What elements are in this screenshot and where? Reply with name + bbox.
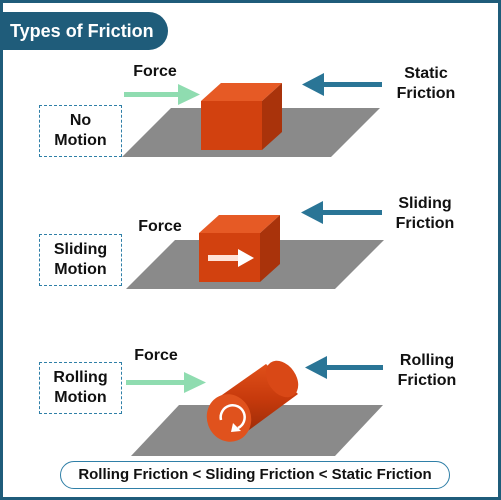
friction-label-line2: Friction xyxy=(396,85,456,102)
motion-label-line2: Motion xyxy=(54,132,107,149)
motion-label-line1: No xyxy=(69,112,92,129)
friction-arrow-icon xyxy=(305,356,383,379)
cylinder-icon xyxy=(206,360,299,442)
block-icon xyxy=(201,83,282,101)
motion-label-box: No Motion xyxy=(39,105,122,157)
force-label: Force xyxy=(134,347,178,364)
force-label: Force xyxy=(133,63,177,80)
friction-label-line1: Sliding xyxy=(398,195,452,212)
friction-label-line1: Rolling xyxy=(399,352,455,369)
friction-arrow-icon xyxy=(301,201,382,224)
friction-label-line2: Friction xyxy=(397,372,457,389)
friction-comparison-note: Rolling Friction < Sliding Friction < St… xyxy=(60,461,450,489)
motion-label-line1: Sliding xyxy=(53,241,108,258)
motion-label-box: Sliding Motion xyxy=(39,234,122,286)
page-title: Types of Friction xyxy=(0,12,168,50)
force-arrow-icon xyxy=(124,84,200,105)
friction-label-line2: Friction xyxy=(395,215,455,232)
motion-label-line2: Motion xyxy=(54,261,107,278)
block-side xyxy=(260,215,280,282)
force-label: Force xyxy=(138,218,182,235)
motion-label-line1: Rolling xyxy=(53,369,108,386)
rotation-icon xyxy=(219,404,246,432)
ground-plane xyxy=(131,405,383,456)
friction-arrow-icon xyxy=(302,73,382,96)
block-side xyxy=(262,83,282,150)
motion-label-box: Rolling Motion xyxy=(39,362,122,414)
force-arrow-icon xyxy=(126,372,206,393)
friction-label-line1: Static xyxy=(404,65,448,82)
block-front xyxy=(201,101,262,150)
motion-arrow-icon xyxy=(208,249,254,267)
motion-label-line2: Motion xyxy=(54,389,107,406)
block-icon xyxy=(199,215,280,233)
